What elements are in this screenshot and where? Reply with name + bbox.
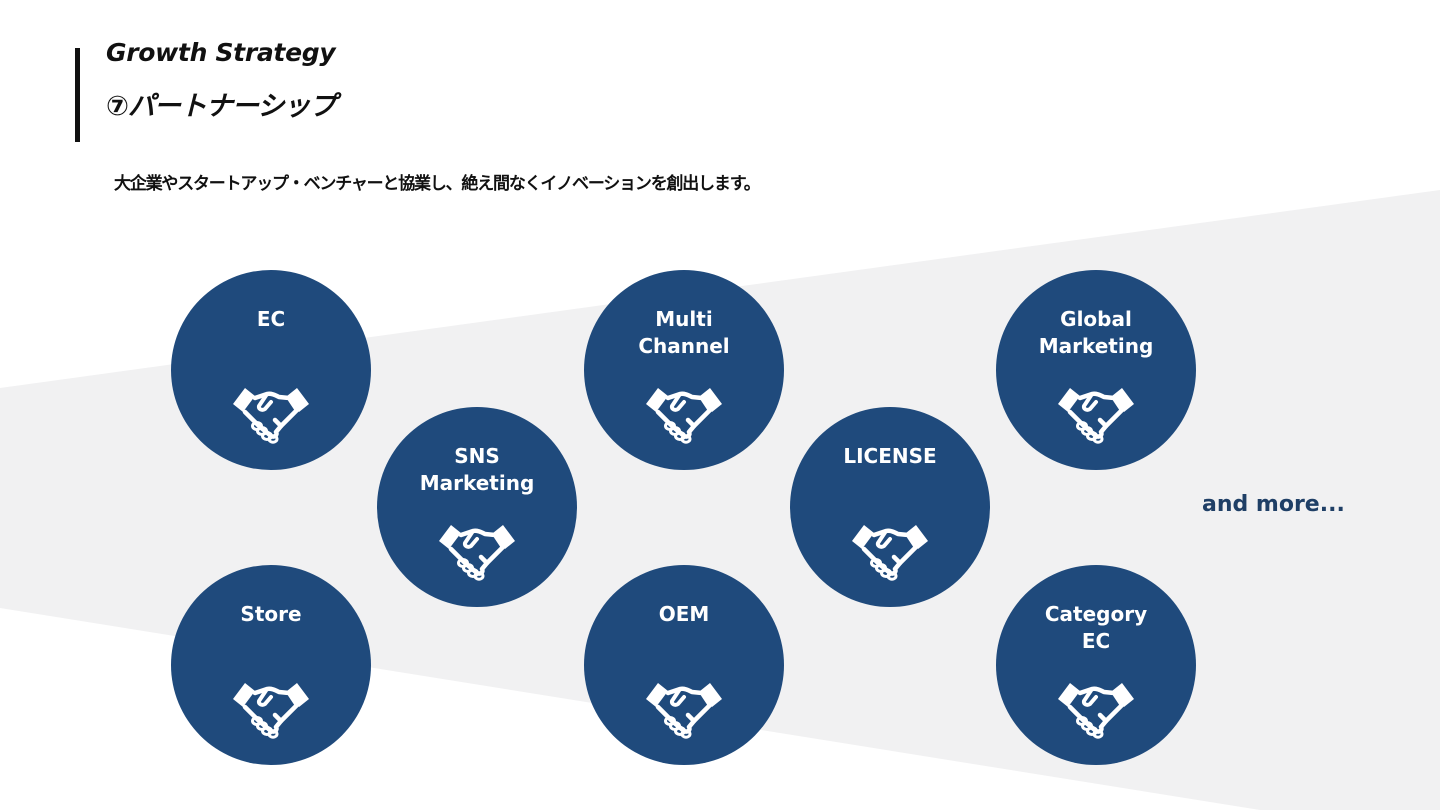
- partner-label-line: SNS: [454, 444, 500, 468]
- partner-circle-multi-channel: Multi Channel: [584, 270, 784, 470]
- partner-label-line: EC: [1081, 629, 1111, 653]
- partner-circle-store: Store: [171, 565, 371, 765]
- partner-label-line: Category: [1044, 602, 1148, 626]
- partner-label-line: OEM: [658, 602, 710, 626]
- section-eyebrow: Growth Strategy: [106, 38, 336, 67]
- partner-label: Category EC: [996, 601, 1196, 655]
- handshake-icon: [850, 519, 930, 583]
- page-title: ⑦パートナーシップ: [106, 91, 336, 122]
- handshake-icon: [231, 382, 311, 446]
- partner-label: LICENSE: [790, 443, 990, 470]
- lead-text: 大企業やスタートアップ・ベンチャーと協業し、絶え間なくイノベーションを創出します…: [114, 174, 761, 194]
- partner-circle-category-ec: Category EC: [996, 565, 1196, 765]
- partner-label-line: Marketing: [1038, 334, 1154, 358]
- partner-label: Store: [171, 601, 371, 628]
- partner-label: Multi Channel: [584, 306, 784, 360]
- partner-label: SNS Marketing: [377, 443, 577, 497]
- title-accent-bar: [75, 48, 80, 142]
- partner-label-line: Marketing: [419, 471, 535, 495]
- handshake-icon: [437, 519, 517, 583]
- partner-label-line: Global: [1060, 307, 1132, 331]
- handshake-icon: [644, 382, 724, 446]
- partner-circle-sns-marketing: SNS Marketing: [377, 407, 577, 607]
- partner-label: OEM: [584, 601, 784, 628]
- partner-label-line: Channel: [638, 334, 730, 358]
- partner-circle-oem: OEM: [584, 565, 784, 765]
- partner-circle-ec: EC: [171, 270, 371, 470]
- partner-label-line: Multi: [655, 307, 713, 331]
- partner-label-line: Store: [240, 602, 302, 626]
- partner-label: EC: [171, 306, 371, 333]
- partner-label: Global Marketing: [996, 306, 1196, 360]
- handshake-icon: [644, 677, 724, 741]
- partner-circle-global-marketing: Global Marketing: [996, 270, 1196, 470]
- handshake-icon: [231, 677, 311, 741]
- partner-label-line: EC: [256, 307, 286, 331]
- handshake-icon: [1056, 382, 1136, 446]
- partner-label-line: LICENSE: [843, 444, 937, 468]
- handshake-icon: [1056, 677, 1136, 741]
- partner-circle-license: LICENSE: [790, 407, 990, 607]
- and-more-text: and more...: [1202, 492, 1345, 517]
